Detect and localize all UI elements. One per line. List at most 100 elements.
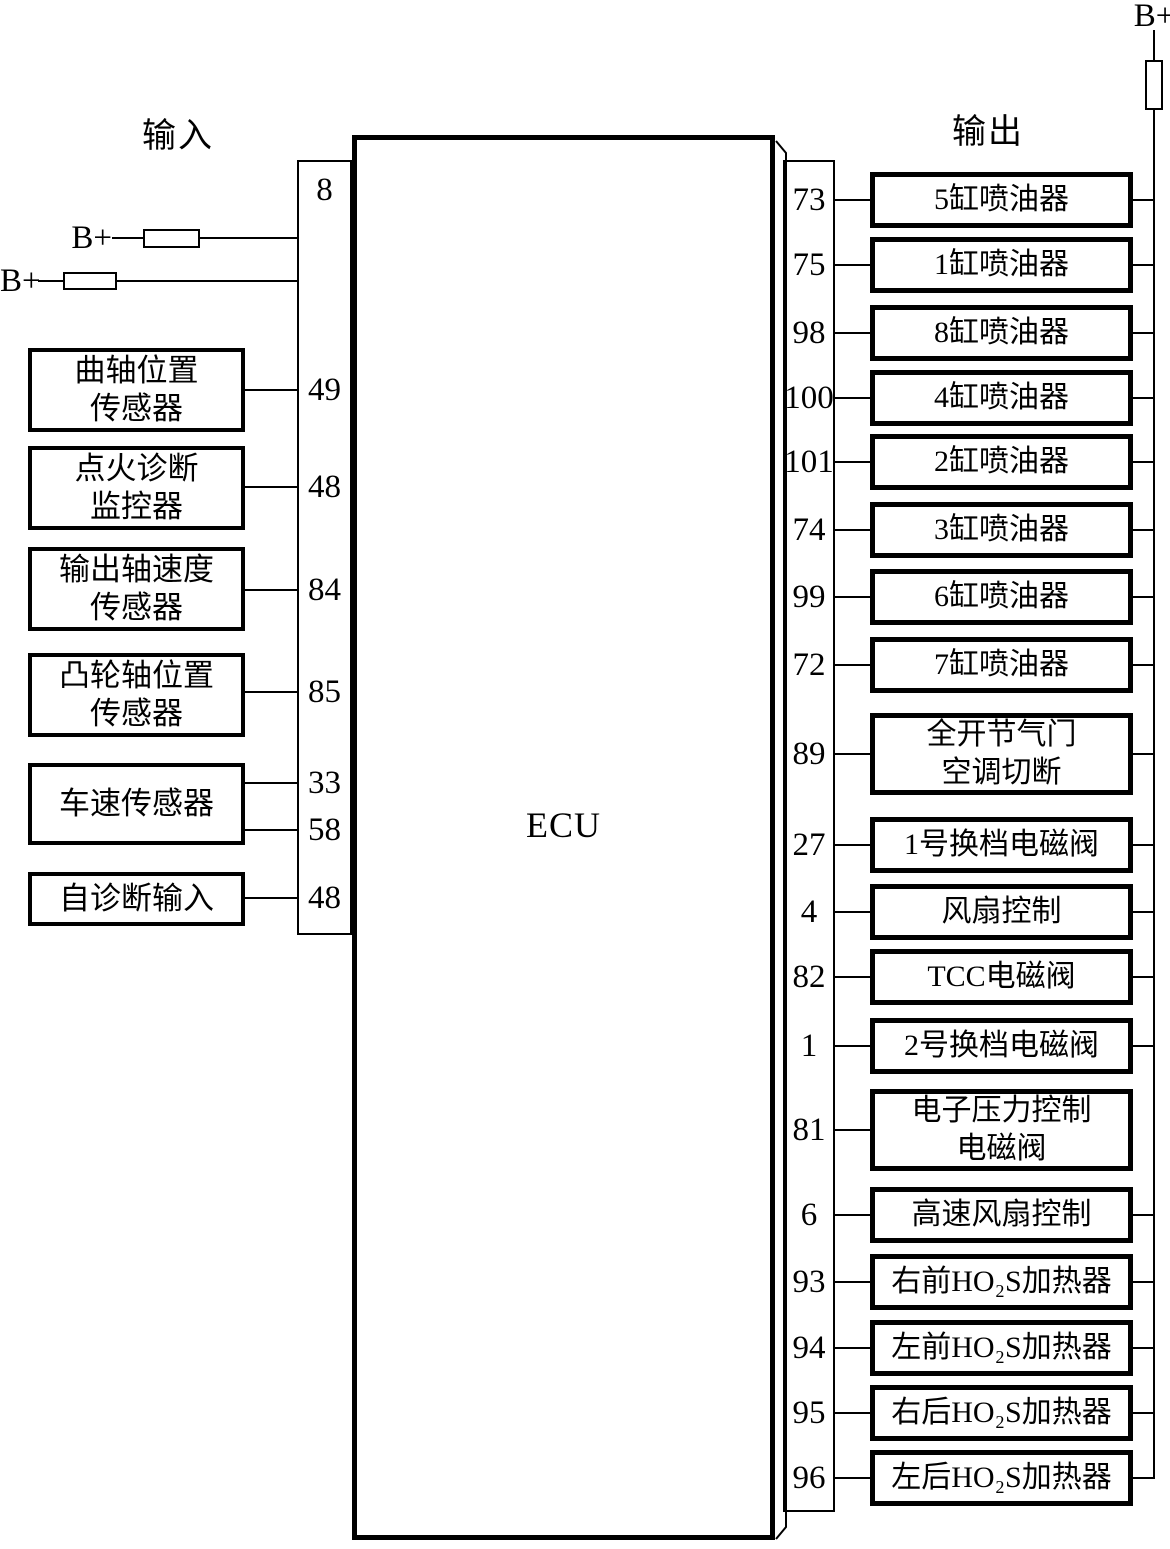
output-device-label: 8缸喷油器: [934, 316, 1069, 349]
output-device-box: 高速风扇控制: [870, 1187, 1133, 1243]
output-device-box: 6缸喷油器: [870, 569, 1133, 625]
wire: [1133, 397, 1155, 399]
input-device-label: 点火诊断: [74, 451, 199, 486]
wire: [1133, 911, 1155, 913]
output-device-label: 7缸喷油器: [934, 648, 1069, 681]
ecu-output-pin-number: 98: [792, 315, 826, 351]
wire: [245, 782, 299, 784]
wire: [835, 1347, 870, 1349]
ecu-output-pin-number: 73: [792, 182, 826, 218]
output-device-box: 2缸喷油器: [870, 434, 1133, 490]
wire: [835, 1281, 870, 1283]
output-device-label: 1号换档电磁阀: [904, 828, 1099, 861]
output-device-box: 3缸喷油器: [870, 502, 1133, 558]
output-device-label: 1缸喷油器: [934, 248, 1069, 281]
wire: [835, 461, 870, 463]
output-device-box: 8缸喷油器: [870, 305, 1133, 361]
output-section-title: 输出: [952, 114, 1024, 151]
output-device-box: 4缸喷油器: [870, 370, 1133, 426]
input-device-label: 传感器: [90, 696, 183, 731]
input-device-box: 曲轴位置传感器: [28, 348, 245, 432]
wire: [1133, 976, 1155, 978]
wire: [835, 596, 870, 598]
output-device-label: 右后HO₂S加热器: [891, 1396, 1112, 1429]
output-device-box: 1号换档电磁阀: [870, 817, 1133, 873]
wire: [1133, 844, 1155, 846]
wire: [117, 280, 297, 282]
ecu-output-pin-number: 89: [792, 736, 826, 772]
wire: [1133, 596, 1155, 598]
wire: [245, 389, 299, 391]
ecu-input-pin-number: 33: [308, 765, 341, 801]
output-device-label: 2号换档电磁阀: [904, 1029, 1099, 1062]
wire: [835, 911, 870, 913]
output-device-box: 电子压力控制电磁阀: [870, 1089, 1133, 1171]
output-device-label: 电子压力控制: [911, 1094, 1092, 1127]
input-device-label: 曲轴位置: [74, 353, 199, 388]
wire: [835, 332, 870, 334]
output-device-box: 7缸喷油器: [870, 637, 1133, 693]
ecu-output-pin-number: 101: [784, 444, 834, 480]
ecu-label: ECU: [526, 805, 601, 845]
input-device-box: 输出轴速度传感器: [28, 547, 245, 631]
wire: [835, 264, 870, 266]
ecu-output-pin-number: 75: [792, 247, 826, 283]
input-device-box: 自诊断输入: [28, 872, 245, 926]
wire: [38, 280, 63, 282]
ecu-input-pin-strip: [297, 160, 352, 935]
wire: [245, 829, 299, 831]
battery-bus-wire: [1153, 30, 1155, 60]
ecu-output-pin-number: 93: [792, 1264, 826, 1300]
ecu-output-pin-number: 4: [800, 894, 818, 930]
input-device-label: 自诊断输入: [59, 881, 214, 916]
wire: [1133, 1347, 1155, 1349]
output-device-label: 右前HO₂S加热器: [891, 1265, 1112, 1298]
wire: [1133, 1214, 1155, 1216]
wire: [835, 844, 870, 846]
ecu-input-pin-number: 84: [308, 572, 341, 608]
battery-bus-wire: [1153, 110, 1155, 1478]
output-device-label: 全开节气门: [926, 718, 1077, 751]
ecu-output-pin-number: 81: [792, 1112, 826, 1148]
wire: [1133, 1045, 1155, 1047]
output-device-label: 3缸喷油器: [934, 513, 1069, 546]
input-device-label: 传感器: [90, 391, 183, 426]
fuse-symbol: [143, 229, 200, 248]
ecu-input-pin-number: 48: [308, 469, 341, 505]
ecu-output-pin-number: 6: [800, 1197, 818, 1233]
wire: [245, 486, 299, 488]
output-device-label: 5缸喷油器: [934, 183, 1069, 216]
input-device-label: 监控器: [90, 489, 183, 524]
wire: [245, 897, 299, 899]
output-device-label: 高速风扇控制: [911, 1198, 1092, 1231]
input-device-box: 凸轮轴位置传感器: [28, 653, 245, 737]
ecu-input-pin-number: 58: [308, 812, 341, 848]
wire: [1133, 1281, 1155, 1283]
wire: [835, 976, 870, 978]
wire: [835, 1129, 870, 1131]
input-device-label: 输出轴速度: [59, 552, 214, 587]
wire: [835, 529, 870, 531]
output-device-box: TCC电磁阀: [870, 949, 1133, 1005]
output-device-box: 右后HO₂S加热器: [870, 1385, 1133, 1441]
input-device-box: 点火诊断监控器: [28, 446, 245, 530]
battery-feed-label: B+: [0, 263, 41, 299]
wire: [835, 753, 870, 755]
wire: [112, 237, 143, 239]
output-device-label: 左后HO₂S加热器: [891, 1461, 1112, 1494]
wire: [835, 1045, 870, 1047]
ecu-input-pin-number: 85: [308, 674, 341, 710]
output-device-label: 2缸喷油器: [934, 445, 1069, 478]
battery-bus-label: B+: [1133, 0, 1170, 34]
input-device-label: 传感器: [90, 590, 183, 625]
wire: [835, 397, 870, 399]
ecu-output-pin-number: 82: [792, 959, 826, 995]
input-device-box: 车速传感器: [28, 763, 245, 845]
ecu-output-pin-number: 94: [792, 1330, 826, 1366]
output-device-box: 左后HO₂S加热器: [870, 1450, 1133, 1506]
output-device-box: 左前HO₂S加热器: [870, 1320, 1133, 1376]
ecu-input-pin-number: 49: [308, 372, 341, 408]
wire: [1133, 753, 1155, 755]
wire: [835, 1477, 870, 1479]
